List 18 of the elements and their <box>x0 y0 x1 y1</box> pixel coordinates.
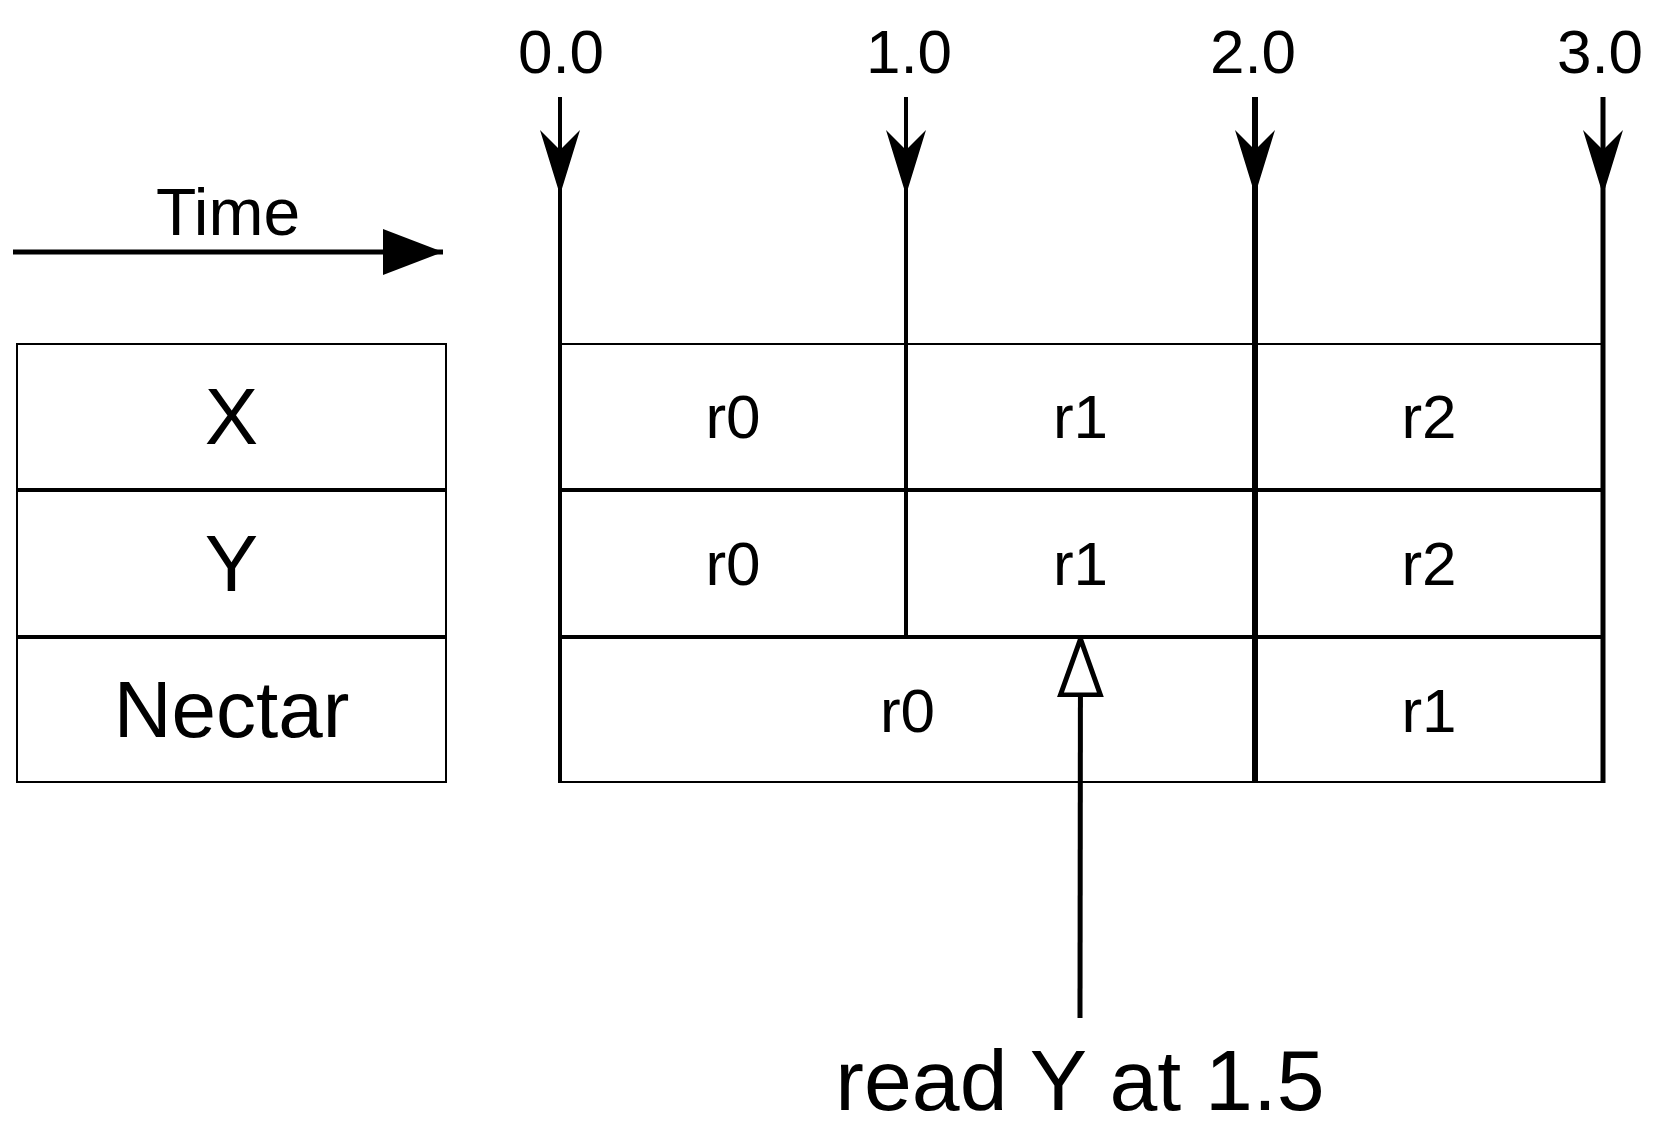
row-label: Nectar <box>16 637 447 783</box>
table-cell: r1 <box>1255 637 1603 783</box>
tick-label: 2.0 <box>1209 21 1297 83</box>
row-label: Y <box>16 490 447 637</box>
leader-arrow <box>1057 636 1103 1018</box>
table-cell: r1 <box>906 490 1255 637</box>
table-cell: r1 <box>906 343 1255 490</box>
row-label: X <box>16 343 447 490</box>
axis-label: Time <box>155 179 301 245</box>
tick-label: 3.0 <box>1556 21 1644 83</box>
annotation-text: read Y at 1.5 <box>730 1030 1430 1130</box>
table-cell: r0 <box>560 637 1255 783</box>
table-cell: r0 <box>560 343 906 490</box>
table-cell: r2 <box>1255 343 1603 490</box>
table-cell: r2 <box>1255 490 1603 637</box>
tick-label: 1.0 <box>865 21 953 83</box>
table-cell: r0 <box>560 490 906 637</box>
tick-label: 0.0 <box>517 21 605 83</box>
